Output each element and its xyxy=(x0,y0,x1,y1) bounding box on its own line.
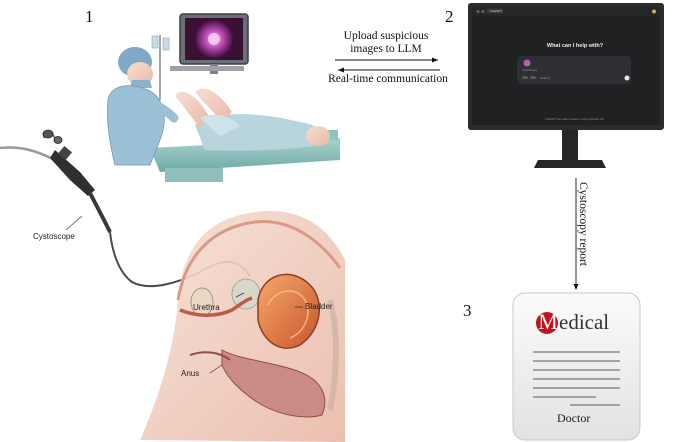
doctor-signature: Doctor xyxy=(557,411,591,425)
communication-arrows xyxy=(335,57,440,73)
chat-disclaimer: ChatGPT can make mistakes. Check importa… xyxy=(545,118,605,121)
cystoscope-label: Cystoscope xyxy=(33,232,75,241)
attachment-caption: Cystoscopy xyxy=(522,68,538,72)
search-tool-button[interactable]: Search xyxy=(540,75,550,80)
chat-tab xyxy=(487,8,503,14)
chat-input-box xyxy=(517,56,631,84)
urethra-label: Urethra xyxy=(193,303,220,312)
realtime-label: Real-time communication xyxy=(328,73,448,85)
patient-head xyxy=(306,126,330,146)
endoscopy-monitor xyxy=(170,13,249,74)
step-number-2: 2 xyxy=(445,7,454,26)
report-arrow-label: Cystoscopy report xyxy=(577,182,589,267)
operating-room-illustration xyxy=(107,13,340,182)
medical-report-document xyxy=(512,292,641,441)
anus-label: Anus xyxy=(181,369,200,378)
upload-label-line2: images to LLM xyxy=(350,43,422,55)
step-number-3: 3 xyxy=(463,301,472,320)
attachment-thumbnail xyxy=(523,59,531,67)
chat-prompt-heading: What can I help with? xyxy=(546,43,604,49)
arrow-left-head xyxy=(338,67,344,73)
pelvic-anatomy-section xyxy=(140,211,345,442)
iv-pole xyxy=(151,35,170,100)
user-avatar xyxy=(652,9,656,14)
step-number-1: 1 xyxy=(85,7,94,26)
report-arrow xyxy=(573,178,579,290)
arrow-right-head xyxy=(432,57,438,63)
bladder-organ xyxy=(257,273,320,349)
surgeon xyxy=(107,47,179,166)
urethra-path xyxy=(179,296,253,317)
upload-label: Upload suspicious images to LLM xyxy=(330,30,442,56)
patient xyxy=(175,88,330,151)
upload-label-line1: Upload suspicious xyxy=(343,30,429,42)
medical-logo-circle xyxy=(536,312,558,334)
desktop-monitor xyxy=(468,3,664,168)
bladder-label: Bladder xyxy=(305,302,333,311)
medical-title: edical xyxy=(559,310,610,334)
medical-logo-letter: M xyxy=(538,309,558,334)
send-button-shape xyxy=(624,75,630,81)
chat-tab-label[interactable]: ChatGPT xyxy=(489,8,503,13)
